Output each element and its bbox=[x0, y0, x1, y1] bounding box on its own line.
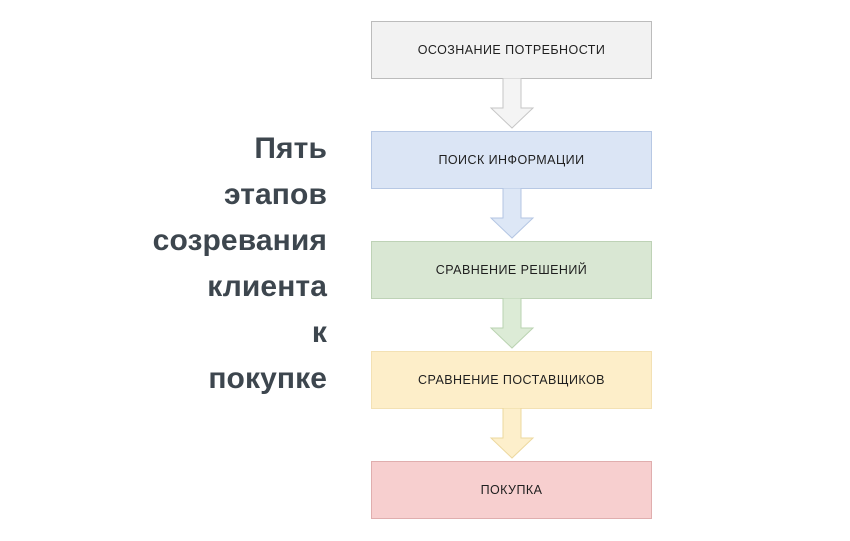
flow-step-3[interactable]: СРАВНЕНИЕ РЕШЕНИЙ bbox=[371, 241, 652, 299]
flow-step-4-label: СРАВНЕНИЕ ПОСТАВЩИКОВ bbox=[418, 373, 605, 387]
down-block-arrow-3 bbox=[482, 298, 542, 350]
process-flow: ОСОЗНАНИЕ ПОТРЕБНОСТИ ПОИСК ИНФОРМАЦИИ С… bbox=[371, 21, 652, 519]
arrow-shape bbox=[489, 78, 535, 129]
flow-step-2[interactable]: ПОИСК ИНФОРМАЦИИ bbox=[371, 131, 652, 189]
down-block-arrow-1 bbox=[482, 78, 542, 130]
flow-step-1-label: ОСОЗНАНИЕ ПОТРЕБНОСТИ bbox=[417, 43, 606, 57]
flow-step-5[interactable]: ПОКУПКА bbox=[371, 461, 652, 519]
arrow-shape bbox=[489, 188, 535, 239]
down-block-arrow-2 bbox=[482, 188, 542, 240]
page-title: Пять этапов созревания клиента к покупке bbox=[152, 132, 327, 395]
flow-step-4[interactable]: СРАВНЕНИЕ ПОСТАВЩИКОВ bbox=[371, 351, 652, 409]
flow-step-1[interactable]: ОСОЗНАНИЕ ПОТРЕБНОСТИ bbox=[371, 21, 652, 79]
flow-step-5-label: ПОКУПКА bbox=[480, 483, 543, 497]
arrow-shape bbox=[489, 298, 535, 349]
flow-step-2-label: ПОИСК ИНФОРМАЦИИ bbox=[438, 153, 585, 167]
down-block-arrow-4 bbox=[482, 408, 542, 460]
arrow-shape bbox=[489, 408, 535, 459]
flow-step-3-label: СРАВНЕНИЕ РЕШЕНИЙ bbox=[435, 263, 588, 277]
